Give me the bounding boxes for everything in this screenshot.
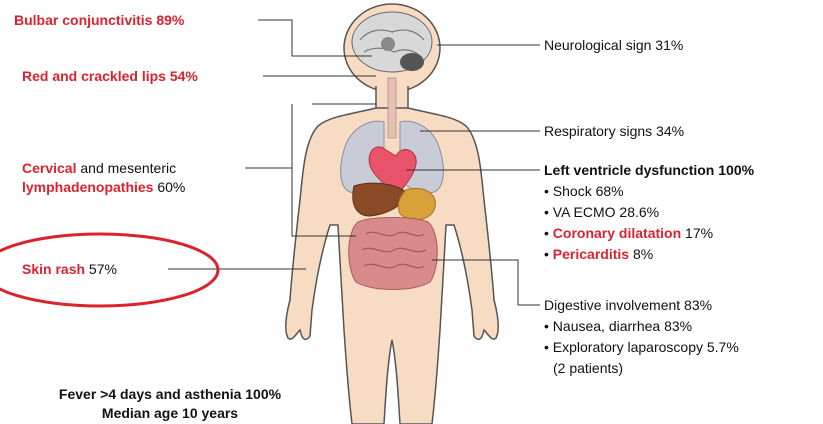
trachea-icon <box>388 78 396 138</box>
label-nausea: • Nausea, diarrhea 83% <box>544 318 692 335</box>
label-median-age: Median age 10 years <box>40 405 300 422</box>
label-fever: Fever >4 days and asthenia 100% <box>40 386 300 403</box>
label-skin-rash: Skin rash 57% <box>22 261 117 278</box>
stomach-icon <box>398 188 435 219</box>
label-lymph-line2: lymphadenopathies 60% <box>22 179 185 196</box>
label-laparoscopy: • Exploratory laparoscopy 5.7% <box>544 339 739 356</box>
label-neurological: Neurological sign 31% <box>544 37 683 54</box>
label-respiratory: Respiratory signs 34% <box>544 123 684 140</box>
label-shock: • Shock 68% <box>544 183 624 200</box>
label-lv-dysfunction: Left ventricle dysfunction 100% <box>544 162 754 179</box>
brain-icon <box>352 12 432 72</box>
label-pericarditis: • Pericarditis 8% <box>544 246 653 263</box>
label-coronary: • Coronary dilatation 17% <box>544 225 713 242</box>
intestine-icon <box>349 218 438 290</box>
label-lips: Red and crackled lips 54% <box>22 68 198 85</box>
label-ecmo: • VA ECMO 28.6% <box>544 204 659 221</box>
label-patients: (2 patients) <box>553 360 623 377</box>
label-conjunctivitis: Bulbar conjunctivitis 89% <box>14 12 184 29</box>
label-lymph-line1: Cervical and mesenteric <box>22 160 176 177</box>
label-digestive: Digestive involvement 83% <box>544 297 712 314</box>
